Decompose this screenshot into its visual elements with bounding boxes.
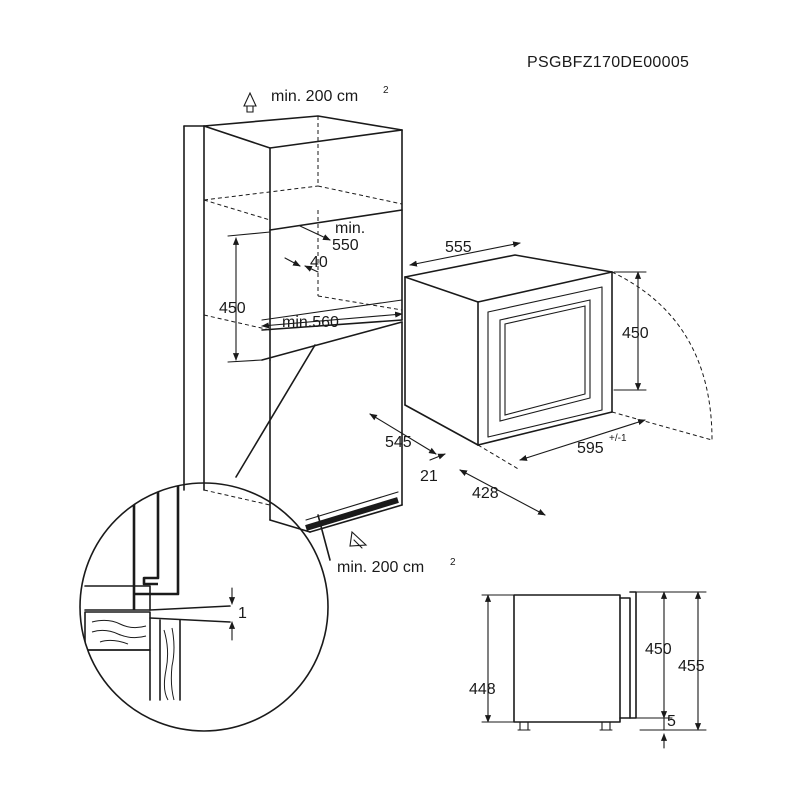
bottom-vent-label: min. 200 cm xyxy=(337,559,424,576)
top-ventilation: min. 200 cm 2 xyxy=(243,85,389,113)
appliance-height-label: 450 xyxy=(622,325,649,342)
niche-gap-label: 40 xyxy=(310,254,328,271)
body-width-label: 428 xyxy=(472,485,499,502)
top-vent-label: min. 200 cm xyxy=(271,88,358,105)
appliance-depth-top-label: 555 xyxy=(445,239,472,256)
document-code: PSGBFZ170DE00005 xyxy=(527,54,689,71)
foot-height-label: 5 xyxy=(667,713,676,730)
detail-view: 1 xyxy=(79,344,331,732)
niche-depth-label: 550 xyxy=(332,237,359,254)
appliance-width-label: 595 xyxy=(577,440,604,457)
niche-dimensions: 450 min. 550 40 min.560 xyxy=(219,220,403,363)
bottom-ventilation: min. 200 cm 2 xyxy=(337,530,456,576)
detail-gap-label: 1 xyxy=(238,605,247,622)
side-view: 448 450 455 5 xyxy=(469,591,707,749)
front-offset-label: 21 xyxy=(420,468,438,485)
niche-min-label: min. xyxy=(335,220,365,237)
niche-height-label: 450 xyxy=(219,300,246,317)
body-height-label: 448 xyxy=(469,681,496,698)
top-vent-sup: 2 xyxy=(383,85,389,96)
appliance xyxy=(404,254,713,471)
appliance-depth-label: 545 xyxy=(385,434,412,451)
niche-width-label: min.560 xyxy=(282,314,339,331)
appliance-dimensions: 555 450 545 21 428 595 +/-1 xyxy=(369,239,649,516)
appliance-width-tolerance: +/-1 xyxy=(609,433,627,444)
front-height-label: 450 xyxy=(645,641,672,658)
total-height-label: 455 xyxy=(678,658,705,675)
bottom-vent-sup: 2 xyxy=(450,557,456,568)
